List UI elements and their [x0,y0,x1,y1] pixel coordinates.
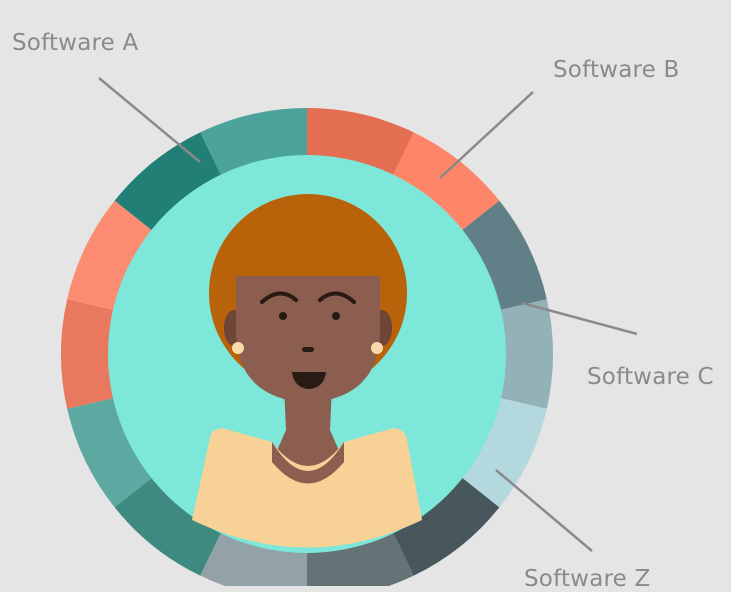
ring-segment [500,299,553,409]
right-earring [371,342,383,354]
person-avatar [192,194,422,548]
mouth [292,372,326,389]
software-ring [60,108,553,586]
ring-segment [67,200,153,310]
ring-segment [114,477,222,576]
ring-segment [307,108,414,176]
ring-segment [200,532,307,586]
face [236,276,380,403]
shirt [192,428,422,548]
leader-line-z [495,469,593,552]
ring-segment [461,398,547,508]
leader-line-a [98,77,201,163]
ring-segment [461,200,547,310]
ring-segment [67,398,153,508]
nose [302,347,314,352]
label-software-c: Software C [587,364,714,390]
ring-segment [60,299,114,409]
ring-segment [307,532,414,586]
ring-segment [392,132,500,231]
label-software-a: Software A [12,30,139,56]
ring-segment [392,477,500,576]
right-eye [332,312,340,320]
ring-segment [200,108,307,176]
left-eyebrow [260,291,298,304]
neckline [272,442,344,484]
left-earring [232,342,244,354]
left-eye [279,312,287,320]
leader-line-b [439,91,534,179]
leader-line-c [521,301,638,336]
right-eyebrow [318,291,356,304]
label-software-b: Software B [553,57,680,83]
neck [272,385,344,481]
label-software-z: Software Z [524,566,651,592]
